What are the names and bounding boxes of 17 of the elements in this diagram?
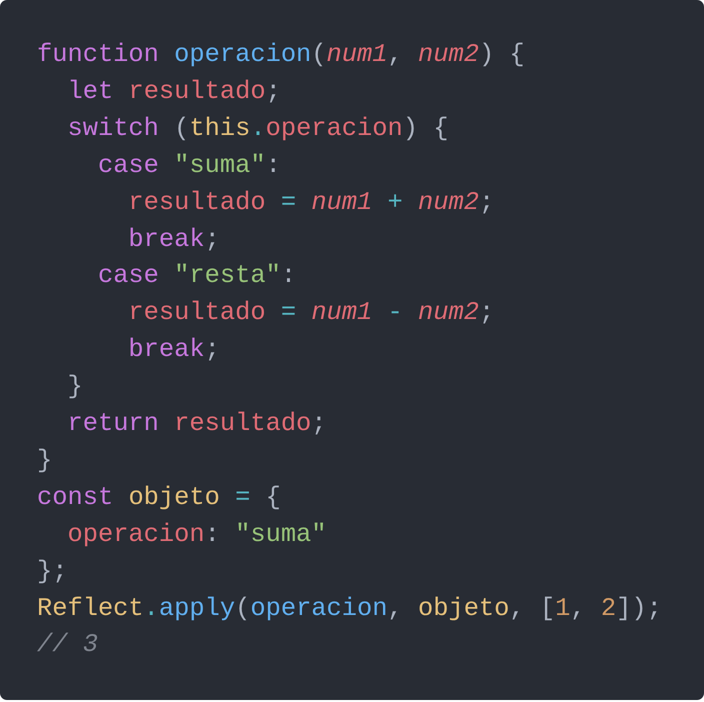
code-line: return resultado;	[66, 409, 327, 439]
code-line: resultado = num1 + num2;	[127, 188, 494, 218]
code-line: resultado = num1 - num2;	[127, 298, 494, 328]
code-line: }	[66, 372, 83, 402]
code-line: // 3	[37, 630, 98, 660]
code-line: break;	[127, 335, 220, 366]
code-line: const objeto = {	[37, 482, 281, 513]
code-line: Reflect.apply(operacion, objeto, [1, 2]);	[37, 594, 662, 624]
code-line: break;	[127, 224, 220, 254]
code-line: function operacion(num1, num2) {	[37, 40, 525, 70]
code-line: switch (this.operacion) {	[66, 114, 448, 144]
code-line: let resultado;	[66, 76, 281, 107]
code-line: };	[37, 556, 68, 587]
code-line: }	[37, 446, 52, 476]
code-line: case "resta":	[96, 261, 296, 292]
code-line: operacion: "suma"	[66, 520, 327, 550]
code-line: case "suma":	[96, 150, 281, 181]
